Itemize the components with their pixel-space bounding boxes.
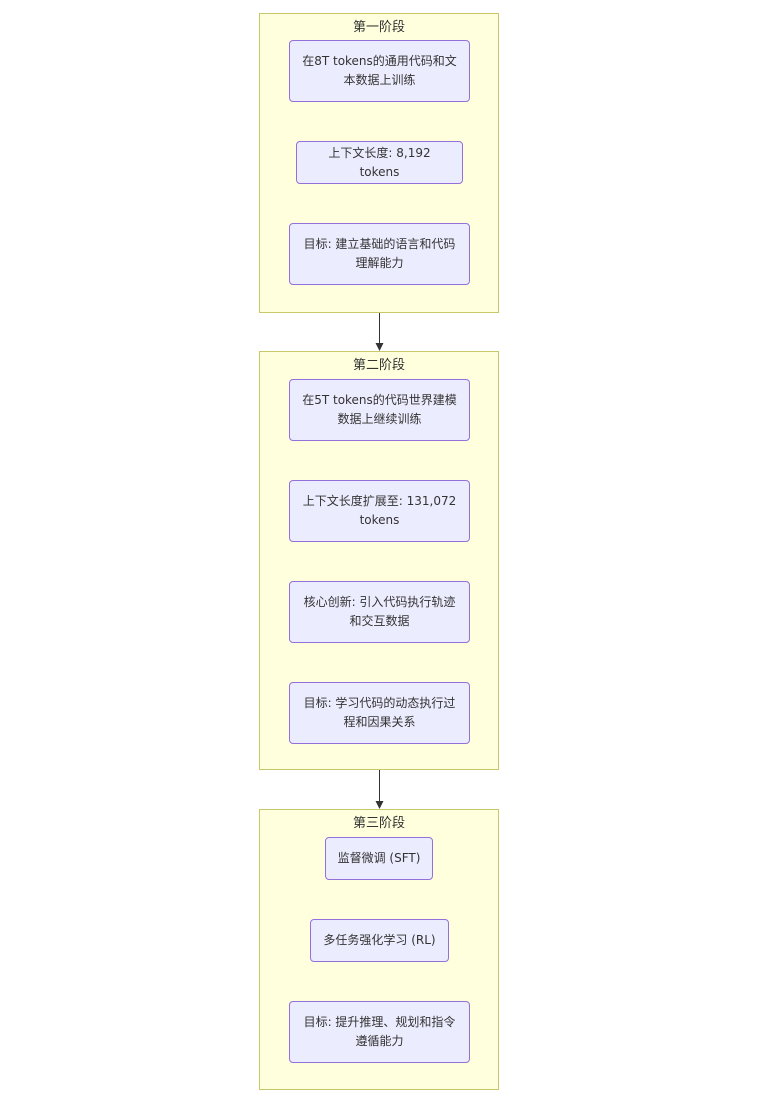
stage-3-sft-node: 监督微调 (SFT) bbox=[325, 837, 433, 880]
stage-3-rl-node: 多任务强化学习 (RL) bbox=[310, 919, 449, 962]
stage-1-context-node: 上下文长度: 8,192 tokens bbox=[296, 141, 463, 184]
stage-2-title: 第二阶段 bbox=[352, 358, 405, 373]
stage-2-context-node: 上下文长度扩展至: 131,072 tokens bbox=[289, 480, 470, 542]
arrowhead-icon bbox=[375, 343, 384, 351]
stage-2-innovation-node: 核心创新: 引入代码执行轨迹和交互数据 bbox=[289, 581, 470, 643]
stage-2-goal-node: 目标: 学习代码的动态执行过程和因果关系 bbox=[289, 682, 470, 744]
edge-stage2-to-stage3 bbox=[375, 770, 384, 809]
edge-stage1-to-stage2 bbox=[375, 313, 384, 351]
arrowhead-icon bbox=[375, 801, 384, 809]
stage-1-title: 第一阶段 bbox=[352, 20, 405, 35]
stage-2-training-node: 在5T tokens的代码世界建模数据上继续训练 bbox=[289, 379, 470, 441]
stage-1-goal-node: 目标: 建立基础的语言和代码理解能力 bbox=[289, 223, 470, 285]
stage-3-title: 第三阶段 bbox=[352, 816, 405, 831]
stage-3-goal-node: 目标: 提升推理、规划和指令遵循能力 bbox=[289, 1001, 470, 1063]
stage-1-training-node: 在8T tokens的通用代码和文本数据上训练 bbox=[289, 40, 470, 102]
